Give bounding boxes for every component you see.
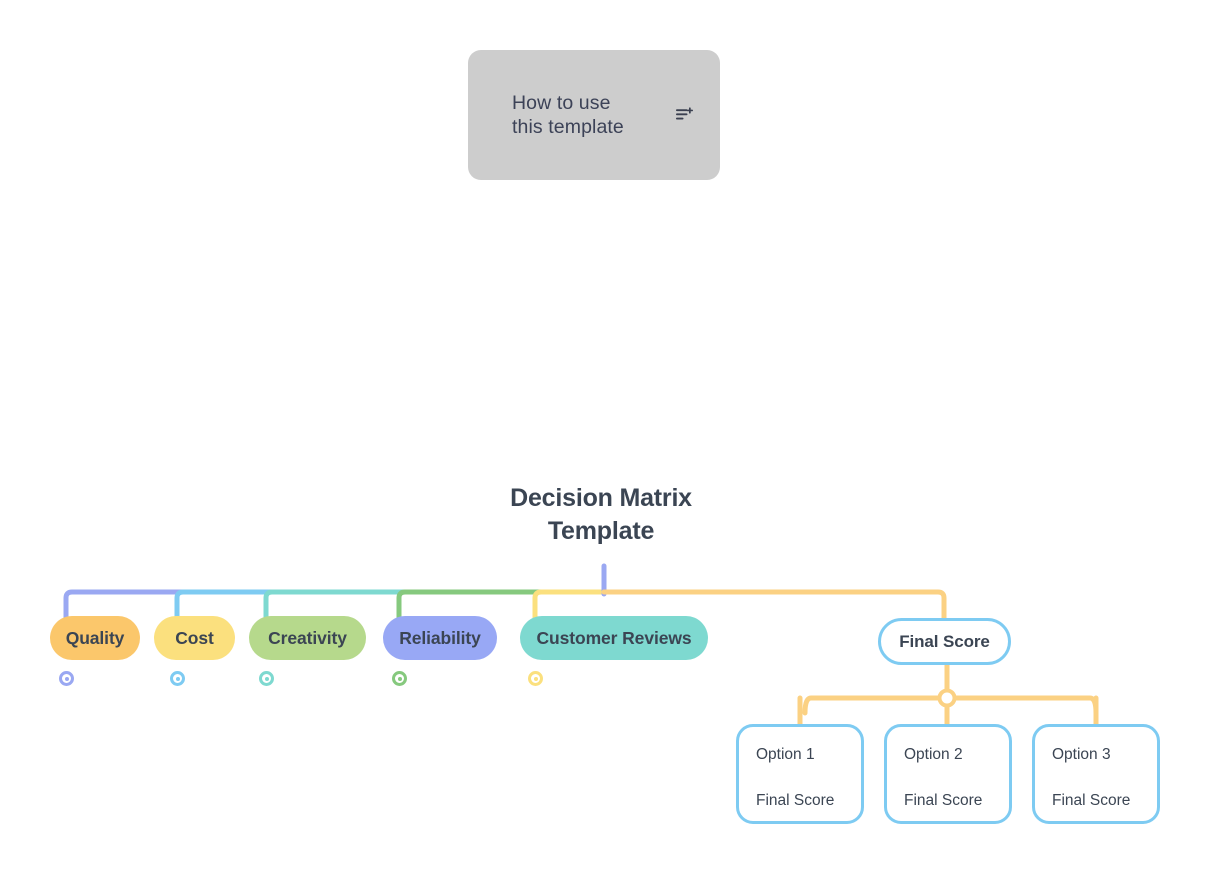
mindmap-title-line-1: Decision Matrix (510, 484, 692, 512)
criterion-label: Reliability (399, 627, 481, 648)
criterion-label: Customer Reviews (536, 627, 692, 648)
final-score-node[interactable]: Final Score (878, 618, 1011, 665)
criterion-label: Quality (65, 627, 125, 648)
criterion-marker-quality[interactable] (59, 671, 74, 686)
criterion-label: Cost (175, 627, 214, 648)
mindmap-title[interactable]: Decision Matrix Template (446, 482, 756, 548)
criterion-node-cost[interactable]: Cost (154, 616, 235, 660)
criterion-label: Creativity (268, 627, 347, 648)
criterion-node-customer-reviews[interactable]: Customer Reviews (520, 616, 708, 660)
criterion-marker-cost[interactable] (170, 671, 185, 686)
option-card[interactable]: Option 3 Final Score (1032, 724, 1160, 824)
mindmap-title-line-2: Template (547, 517, 655, 545)
criterion-marker-reliability[interactable] (392, 671, 407, 686)
criterion-marker-creativity[interactable] (259, 671, 274, 686)
final-score-label: Final Score (899, 631, 990, 651)
how-to-use-template-note[interactable]: How to use this template (468, 50, 720, 180)
criterion-node-creativity[interactable]: Creativity (249, 616, 366, 660)
option-final-score-label: Final Score (904, 792, 983, 809)
option-title: Option 2 (904, 746, 963, 763)
option-final-score-label: Final Score (756, 792, 835, 809)
playlist-add-icon (676, 107, 694, 125)
option-card[interactable]: Option 2 Final Score (884, 724, 1012, 824)
criterion-node-reliability[interactable]: Reliability (383, 616, 497, 660)
criterion-node-quality[interactable]: Quality (50, 616, 140, 660)
option-final-score-label: Final Score (1052, 792, 1131, 809)
criterion-marker-customer-reviews[interactable] (528, 671, 543, 686)
option-title: Option 1 (756, 746, 815, 763)
sticky-note-text: How to use this template (512, 92, 624, 138)
option-card[interactable]: Option 1 Final Score (736, 724, 864, 824)
option-title: Option 3 (1052, 746, 1111, 763)
